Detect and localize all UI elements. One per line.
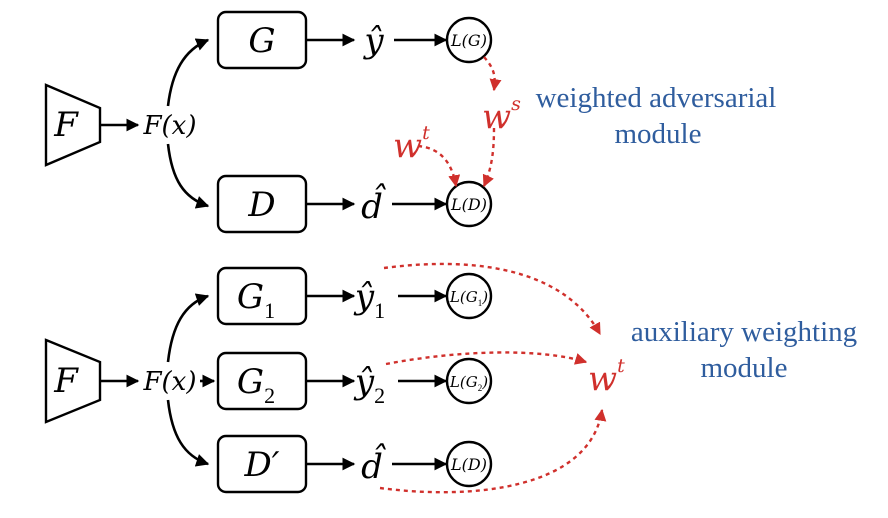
bottom-module-label-line2: module (701, 352, 788, 384)
top-module-label-line1: weighted adversarial (536, 82, 777, 114)
top-feature-label: F(x) (143, 111, 197, 141)
bottom-discriminator-label: D′ (244, 445, 280, 485)
top-discriminator-label: D (247, 185, 275, 225)
bottom-loss-d-label: L(D) (450, 455, 487, 474)
bottom-loss-g1-circle (445, 272, 493, 320)
top-weight-target: wt (393, 122, 430, 166)
top-weight-source: ws (482, 93, 521, 137)
top-loss-g-label: L(G) (450, 31, 487, 50)
top-loss-d-circle (445, 180, 493, 228)
bottom-y2hat: ŷ2 (353, 362, 385, 408)
bottom-loss-g1-label: L(G1) (449, 288, 488, 308)
bottom-weight-target: wt (588, 355, 625, 399)
bottom-module-label-line1: auxiliary weighting (631, 316, 857, 348)
top-extractor-label: F (53, 105, 79, 145)
top-module-label-line2: module (615, 118, 702, 150)
bottom-loss-g2-label: L(G2) (449, 373, 488, 393)
bottom-loss-g2-circle (445, 357, 493, 405)
bottom-classifier2-label: G2 (237, 362, 275, 408)
bottom-dhat: d̂ (361, 444, 386, 487)
bottom-red-arrow-y1-to-wt (383, 262, 602, 336)
bottom-loss-d-circle (445, 440, 493, 488)
top-yhat: ŷ (362, 21, 384, 61)
top-arrow-fx-to-g (166, 38, 210, 107)
bottom-y1hat: ŷ1 (353, 277, 385, 323)
top-diagram: F F(x) G D ŷ L(G) d̂ L(D) ws (44, 10, 777, 234)
bottom-arrow-fx-to-dprime (166, 399, 210, 467)
bottom-arrow-fx-to-g1 (166, 293, 210, 363)
bottom-diagram: F F(x) G1 G2 D′ ŷ1 L(G1) ŷ2 L(G2) d̂ (44, 262, 857, 494)
bottom-extractor-shape (44, 338, 102, 424)
bottom-red-arrow-dhat-to-wt (379, 408, 607, 494)
top-loss-g-circle (445, 16, 493, 64)
top-loss-d-label: L(D) (450, 195, 487, 214)
bottom-classifier1-label: G1 (237, 277, 275, 323)
top-dhat: d̂ (361, 184, 386, 227)
top-arrow-fx-to-d (166, 143, 210, 209)
bottom-feature-label: F(x) (143, 367, 197, 397)
bottom-red-arrow-y2-to-wt (385, 351, 588, 366)
top-red-arrow-wt-to-lossd (417, 144, 461, 188)
top-classifier-label: G (248, 21, 275, 61)
top-red-arrow-lossg-to-ws (483, 56, 502, 92)
bottom-extractor-label: F (53, 361, 79, 401)
top-extractor-shape (44, 83, 102, 167)
